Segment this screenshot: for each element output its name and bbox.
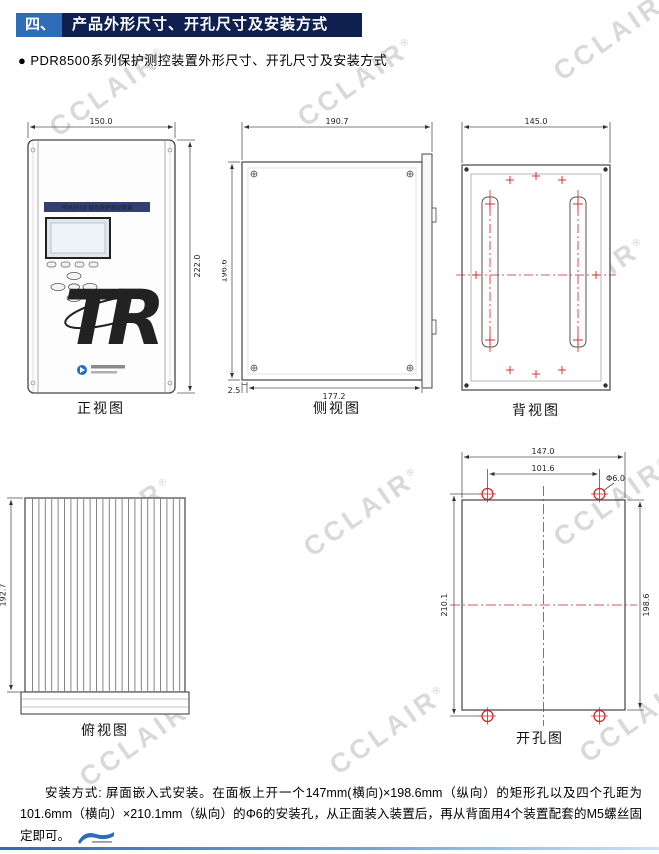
watermark: CCLAIR® <box>324 683 445 781</box>
cutout-dim-width-lines <box>461 452 626 498</box>
cutout-view-drawing: 147.0 101.6 Φ6.0 210.1 <box>440 447 651 726</box>
front-dim-height-lines <box>177 139 195 394</box>
top-dim-depth-label: 192.7 <box>0 584 8 607</box>
cutout-dim-hole-spacing-v-lines <box>450 493 481 717</box>
front-indicator-buttons <box>46 261 99 268</box>
cutout-dim-hole-spacing-h-lines <box>487 469 600 487</box>
section-title: 产品外形尺寸、开孔尺寸及安装方式 <box>62 13 363 37</box>
footer-logo <box>78 832 114 844</box>
cutout-hole-dia-leader: Φ6.0 <box>602 474 625 492</box>
cutout-hole-dia-label: Φ6.0 <box>606 474 625 483</box>
front-device-title-strip: PDR8510 综合保护测控装置 <box>44 202 150 212</box>
footer-divider <box>0 847 659 850</box>
watermark: CCLAIR® <box>298 465 419 563</box>
subtitle-line: ●PDR8500系列保护测控装置外形尺寸、开孔尺寸及安装方式 <box>18 50 387 69</box>
section-number: 四、 <box>16 13 63 37</box>
side-view-label: 侧视图 <box>313 400 361 416</box>
cutout-dim-width-label: 147.0 <box>532 447 555 456</box>
installation-instructions: 安装方式: 屏面嵌入式安装。在面板上开一个147mm(横向)×198.6mm（纵… <box>20 785 642 844</box>
side-dim-bottom-label: 177.2 <box>323 392 346 401</box>
side-dim-height-lines <box>228 161 240 381</box>
back-view-drawing: 145.0 <box>456 117 616 391</box>
back-centerlines <box>456 190 616 354</box>
side-dim-height-label: 196.6 <box>222 260 229 283</box>
side-body-outline <box>241 153 437 389</box>
front-dim-width-lines <box>27 122 176 138</box>
cutout-mounting-holes <box>479 485 608 725</box>
watermark: CCLAIR® <box>548 0 659 87</box>
section-header: 四、 产品外形尺寸、开孔尺寸及安装方式 <box>16 13 363 37</box>
front-dim-width-label: 150.0 <box>90 117 113 126</box>
side-dim-depth-lines <box>241 122 433 160</box>
top-view-drawing: 192.7 <box>0 497 190 715</box>
cutout-dim-hole-spacing-h-label: 101.6 <box>532 464 555 473</box>
cutout-dim-hole-spacing-v-label: 210.1 <box>440 594 449 617</box>
front-brand-logo-text: TR <box>64 273 160 362</box>
cutout-view-label: 开孔图 <box>516 730 564 746</box>
back-view-label: 背视图 <box>512 402 560 418</box>
top-case-outline <box>20 497 190 715</box>
front-manufacturer-logo <box>77 365 125 375</box>
cutout-dim-height-lines <box>627 499 644 711</box>
back-dim-width-label: 145.0 <box>525 117 548 126</box>
cutout-centerlines <box>450 486 637 726</box>
side-dim-bottom-lines <box>241 382 423 393</box>
cutout-dim-height-label: 198.6 <box>642 594 651 617</box>
front-view-drawing: 150.0 PDR8510 综合保护测控装置 <box>27 117 202 394</box>
side-corner-screws <box>250 170 414 372</box>
side-dim-offset-label: 2.5 <box>228 386 241 395</box>
side-dim-depth-label: 190.7 <box>326 117 349 126</box>
front-lcd-screen <box>45 217 111 259</box>
side-view-drawing: 190.7 196.6 2.5 177.2 <box>222 117 437 401</box>
front-view-label: 正视图 <box>77 400 125 416</box>
subtitle-text: PDR8500系列保护测控装置外形尺寸、开孔尺寸及安装方式 <box>30 53 388 68</box>
top-view-label: 俯视图 <box>81 722 129 738</box>
top-dim-depth-lines <box>7 497 23 693</box>
front-nav-keypad <box>50 271 98 302</box>
back-dim-width-lines <box>461 122 611 163</box>
bullet-icon: ● <box>18 53 27 68</box>
front-brand-logo: TR <box>64 273 169 362</box>
front-device-title: PDR8510 综合保护测控装置 <box>61 204 133 212</box>
front-dim-height-label: 222.0 <box>193 255 202 278</box>
